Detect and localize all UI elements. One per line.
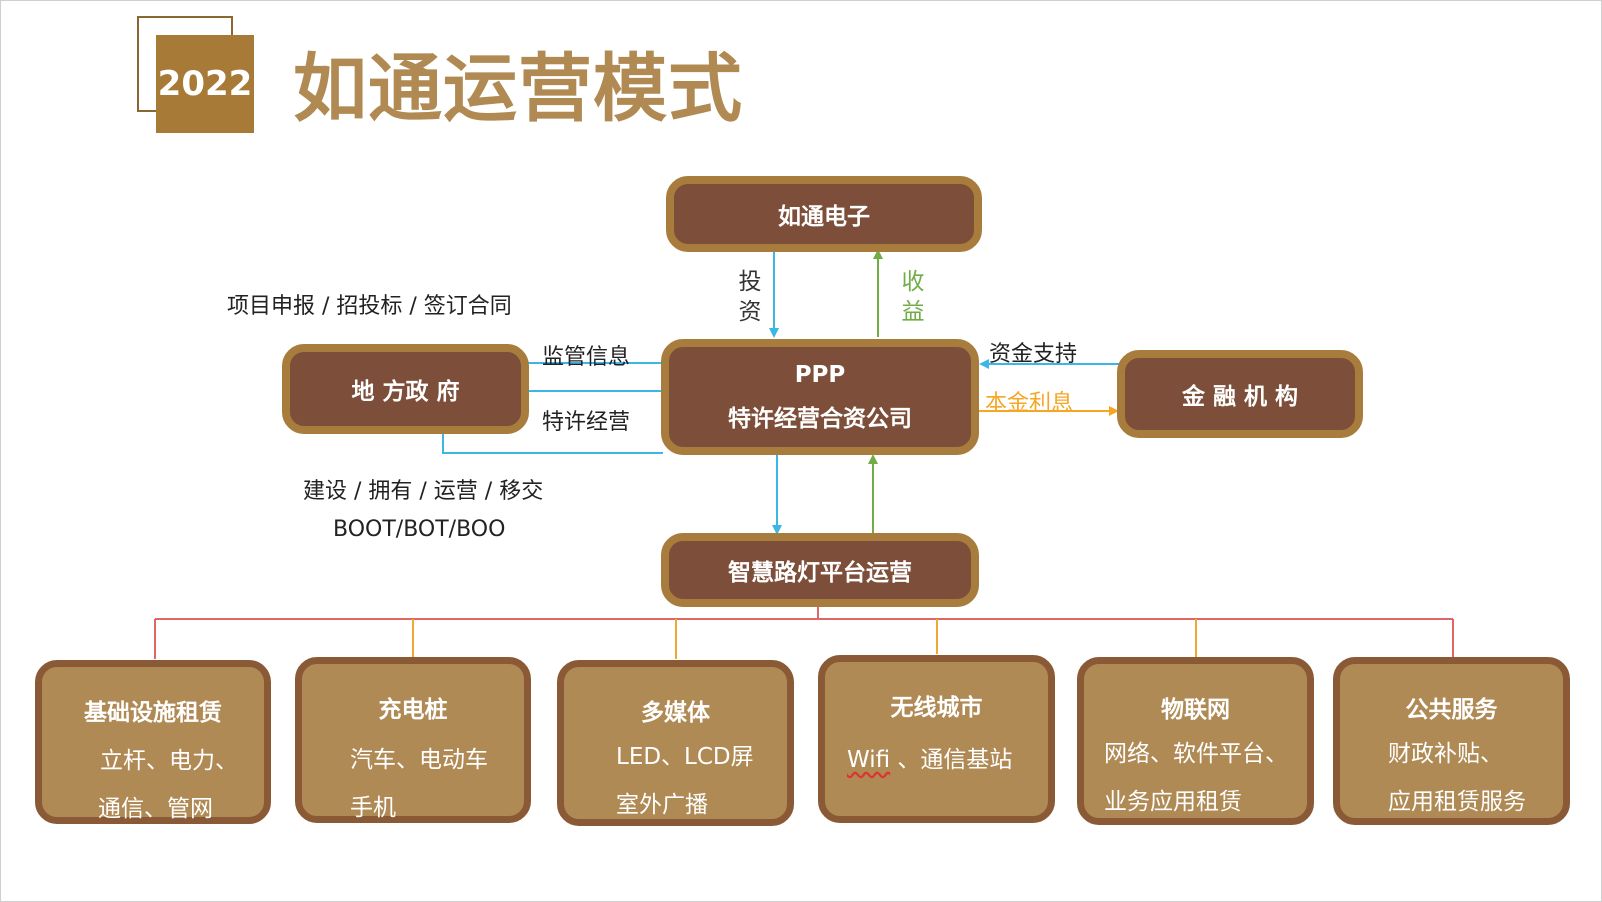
service-public: 公共服务 财政补贴、 应用租赁服务	[1333, 657, 1570, 825]
invest-char-2: 资	[738, 299, 762, 325]
page-title: 如通运营模式	[293, 46, 743, 132]
invest-label: 投 资	[737, 267, 763, 327]
build-label: 建设 / 拥有 / 运营 / 移交	[303, 479, 544, 504]
service-wireless-city: 无线城市 Wifi 、通信基站	[818, 655, 1055, 823]
service-line: 汽车、电动车	[350, 747, 488, 773]
service-title: 公共服务	[1405, 697, 1498, 723]
wifi-text: Wifi	[847, 747, 891, 773]
service-line: 手机	[350, 795, 396, 821]
node-finance: 金 融 机 构	[1117, 350, 1363, 438]
revenue-char-1: 收	[901, 269, 925, 295]
funding-label: 资金支持	[989, 342, 1078, 367]
node-government-label: 地 方政 府	[351, 379, 460, 405]
node-government: 地 方政 府	[282, 344, 529, 434]
year-badge: 2022	[156, 35, 254, 133]
service-line: LED、LCD屏	[616, 744, 754, 770]
node-ppp-subtitle: 特许经营合资公司	[728, 406, 912, 432]
service-line: 财政补贴、	[1388, 741, 1503, 767]
invest-char-1: 投	[738, 269, 762, 295]
franchise-label: 特许经营	[542, 410, 631, 435]
service-title: 物联网	[1161, 697, 1230, 723]
service-title: 多媒体	[641, 700, 710, 726]
node-ppp-title: PPP	[794, 362, 846, 388]
project-label: 项目申报 / 招投标 / 签订合同	[227, 294, 512, 319]
service-line: 业务应用租赁	[1104, 789, 1242, 815]
service-multimedia: 多媒体 LED、LCD屏 室外广播	[557, 660, 794, 826]
service-line: 网络、软件平台、	[1104, 741, 1288, 767]
node-finance-label: 金 融 机 构	[1181, 384, 1299, 410]
service-line: 通信、管网	[98, 796, 213, 822]
node-platform-label: 智慧路灯平台运营	[728, 560, 912, 586]
revenue-char-2: 益	[901, 299, 925, 325]
node-platform: 智慧路灯平台运营	[661, 533, 979, 607]
node-rutong-label: 如通电子	[778, 204, 870, 230]
boot-label: BOOT/BOT/BOO	[333, 517, 506, 542]
service-infrastructure: 基础设施租赁 立杆、电力、 通信、管网	[35, 660, 271, 824]
service-line: 、通信基站	[890, 747, 1013, 773]
revenue-label: 收 益	[900, 267, 926, 327]
service-line: 立杆、电力、	[100, 748, 238, 774]
service-title: 充电桩	[378, 697, 448, 723]
service-iot: 物联网 网络、软件平台、 业务应用租赁	[1077, 657, 1314, 825]
service-line: 应用租赁服务	[1388, 789, 1526, 815]
node-rutong: 如通电子	[666, 176, 982, 252]
supervision-label: 监管信息	[542, 345, 631, 370]
principal-label: 本金利息	[985, 391, 1074, 416]
service-title: 基础设施租赁	[84, 700, 222, 726]
service-charging: 充电桩 汽车、电动车 手机	[295, 657, 531, 823]
service-line: 室外广播	[616, 792, 708, 818]
node-ppp: PPP 特许经营合资公司	[661, 339, 979, 455]
service-title: 无线城市	[890, 695, 983, 721]
service-line-wrap: Wifi 、通信基站	[825, 740, 1048, 774]
build-line	[442, 433, 663, 454]
